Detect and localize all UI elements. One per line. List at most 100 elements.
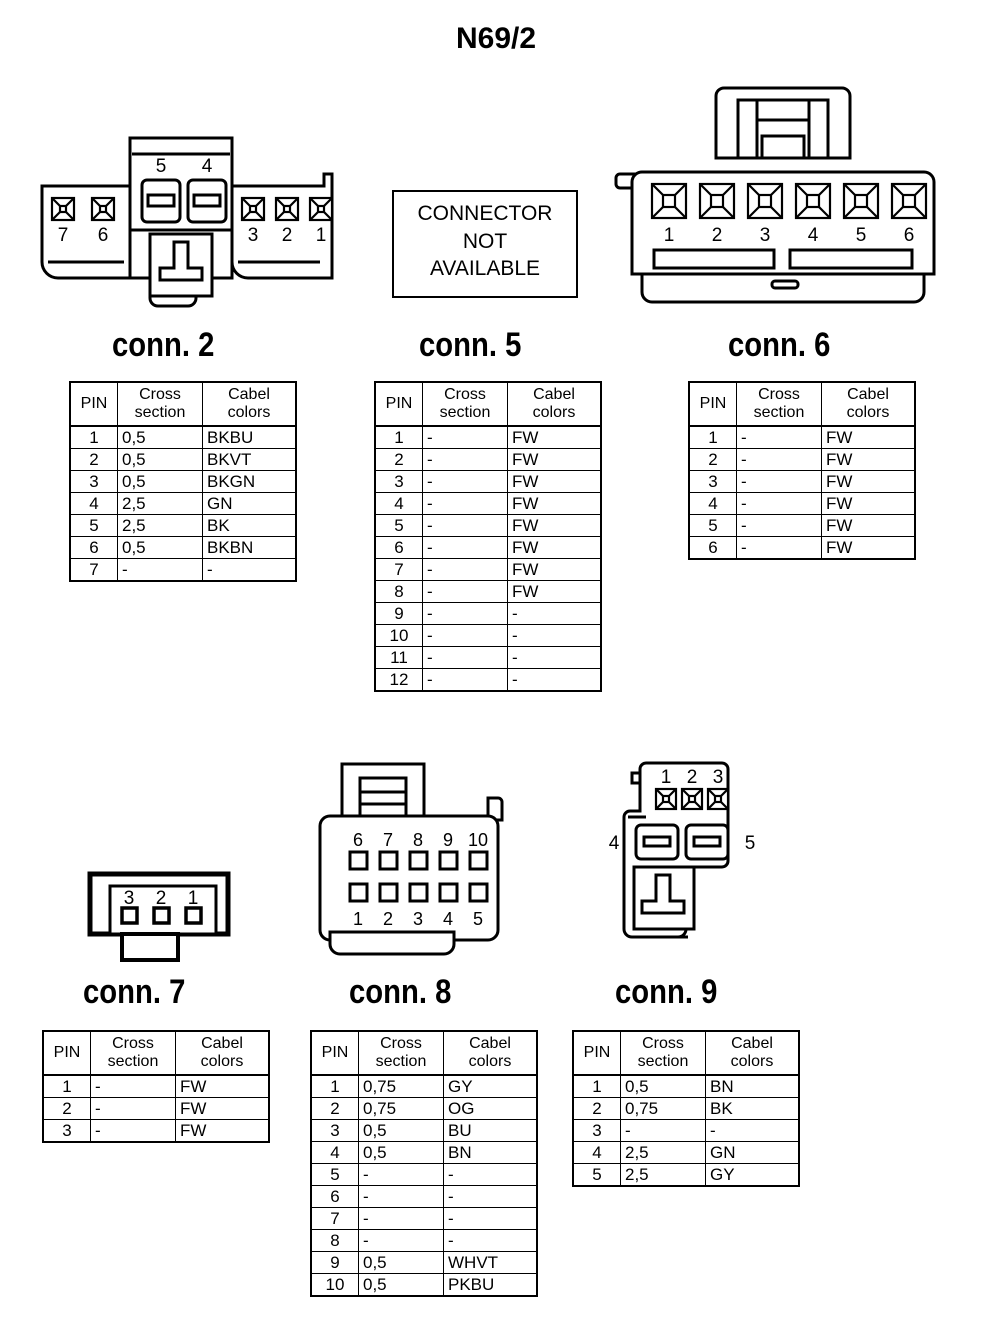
cell-cross-section: - — [422, 602, 508, 625]
cell-pin: 8 — [374, 580, 423, 603]
color-line-2: colors — [730, 1053, 774, 1070]
cell-cabel-color: WHVT — [443, 1251, 538, 1274]
cell-pin: 1 — [42, 1074, 91, 1098]
connector-6-diagram: 1 2 3 4 5 6 — [614, 86, 936, 304]
cell-pin: 5 — [374, 514, 423, 537]
cross-line-1: Cross — [139, 386, 181, 404]
cell-pin: 1 — [572, 1074, 621, 1098]
cell-pin: 4 — [374, 492, 423, 515]
col-header-pin: PIN — [69, 381, 118, 427]
cell-pin: 3 — [374, 470, 423, 493]
cell-cabel-color: FW — [507, 425, 602, 449]
cell-cabel-color: BKGN — [202, 470, 297, 493]
col-header-color: Cabel colors — [507, 381, 602, 427]
pin-marker-3: 3 — [713, 767, 724, 788]
cell-cross-section: 0,5 — [620, 1074, 706, 1098]
col-header-cross: Cross section — [90, 1030, 176, 1076]
table-row: 4-FW — [374, 492, 602, 515]
cell-cabel-color: OG — [443, 1097, 538, 1120]
connector-6-label: conn. 6 — [728, 326, 831, 364]
cell-pin: 5 — [688, 514, 737, 537]
table-row: 8-- — [310, 1229, 538, 1252]
color-line-1: Cabel — [469, 1035, 511, 1053]
cell-cross-section: 0,5 — [358, 1251, 444, 1274]
color-line-1: Cabel — [228, 386, 270, 404]
cell-cross-section: 0,5 — [117, 470, 203, 493]
cell-cabel-color: - — [507, 602, 602, 625]
cell-pin: 4 — [69, 492, 118, 515]
pin-marker-6: 6 — [98, 225, 109, 246]
pin-marker-6: 6 — [353, 830, 363, 850]
cell-cross-section: - — [358, 1163, 444, 1186]
cell-pin: 5 — [572, 1163, 621, 1187]
cell-cabel-color: FW — [507, 580, 602, 603]
cell-pin: 1 — [69, 425, 118, 449]
color-line-1: Cabel — [201, 1035, 243, 1053]
cell-cabel-color: GN — [202, 492, 297, 515]
color-line-2: colors — [200, 1053, 244, 1070]
cell-cross-section: - — [90, 1074, 176, 1098]
color-line-1: Cabel — [731, 1035, 773, 1053]
cell-pin: 2 — [69, 448, 118, 471]
cell-cross-section: - — [422, 646, 508, 669]
col-header-color: Cabel colors — [175, 1030, 270, 1076]
cell-cabel-color: FW — [821, 425, 916, 449]
color-line-2: colors — [468, 1053, 512, 1070]
cell-cabel-color: - — [507, 646, 602, 669]
cell-pin: 2 — [374, 448, 423, 471]
table-row: 3-FW — [374, 470, 602, 493]
cell-cross-section: 2,5 — [117, 514, 203, 537]
pin-marker-5: 5 — [473, 909, 483, 929]
cell-pin: 4 — [688, 492, 737, 515]
cell-cross-section: - — [422, 425, 508, 449]
cell-cabel-color: - — [705, 1119, 800, 1142]
col-header-pin: PIN — [374, 381, 423, 427]
cell-cabel-color: - — [202, 558, 297, 582]
cell-cross-section: - — [736, 448, 822, 471]
cell-pin: 7 — [310, 1207, 359, 1230]
table-row: 1-FW — [374, 425, 602, 449]
cell-cross-section: - — [422, 580, 508, 603]
cell-cabel-color: FW — [175, 1097, 270, 1120]
table-row: 8-FW — [374, 580, 602, 603]
cell-pin: 9 — [374, 602, 423, 625]
cell-cross-section: - — [736, 470, 822, 493]
cell-cabel-color: FW — [507, 536, 602, 559]
cell-pin: 2 — [688, 448, 737, 471]
connector-9-label: conn. 9 — [615, 973, 718, 1011]
page-title: N69/2 — [455, 22, 537, 55]
table-row: 5-- — [310, 1163, 538, 1186]
cell-cabel-color: FW — [507, 492, 602, 515]
pin-marker-2: 2 — [712, 225, 723, 246]
pin-marker-2: 2 — [687, 767, 698, 788]
cell-pin: 2 — [310, 1097, 359, 1120]
cell-cabel-color: FW — [507, 514, 602, 537]
cell-pin: 11 — [374, 646, 423, 669]
cell-cross-section: - — [736, 492, 822, 515]
table-row: 10-- — [374, 624, 602, 647]
table-row: 6-FW — [688, 536, 916, 560]
cell-pin: 5 — [69, 514, 118, 537]
col-header-cross: Cross section — [736, 381, 822, 427]
cell-pin: 9 — [310, 1251, 359, 1274]
cell-cross-section: 0,75 — [358, 1074, 444, 1098]
cell-cross-section: - — [358, 1185, 444, 1208]
cell-pin: 6 — [310, 1185, 359, 1208]
table-row: 5-FW — [374, 514, 602, 537]
cell-cross-section: 0,5 — [117, 425, 203, 449]
cell-pin: 12 — [374, 668, 423, 692]
pin-marker-1: 1 — [661, 767, 672, 788]
table-row: 2-FW — [42, 1097, 270, 1120]
table-row: 2-FW — [688, 448, 916, 471]
cell-cabel-color: GY — [705, 1163, 800, 1187]
table-row: 5-FW — [688, 514, 916, 537]
cell-pin: 8 — [310, 1229, 359, 1252]
